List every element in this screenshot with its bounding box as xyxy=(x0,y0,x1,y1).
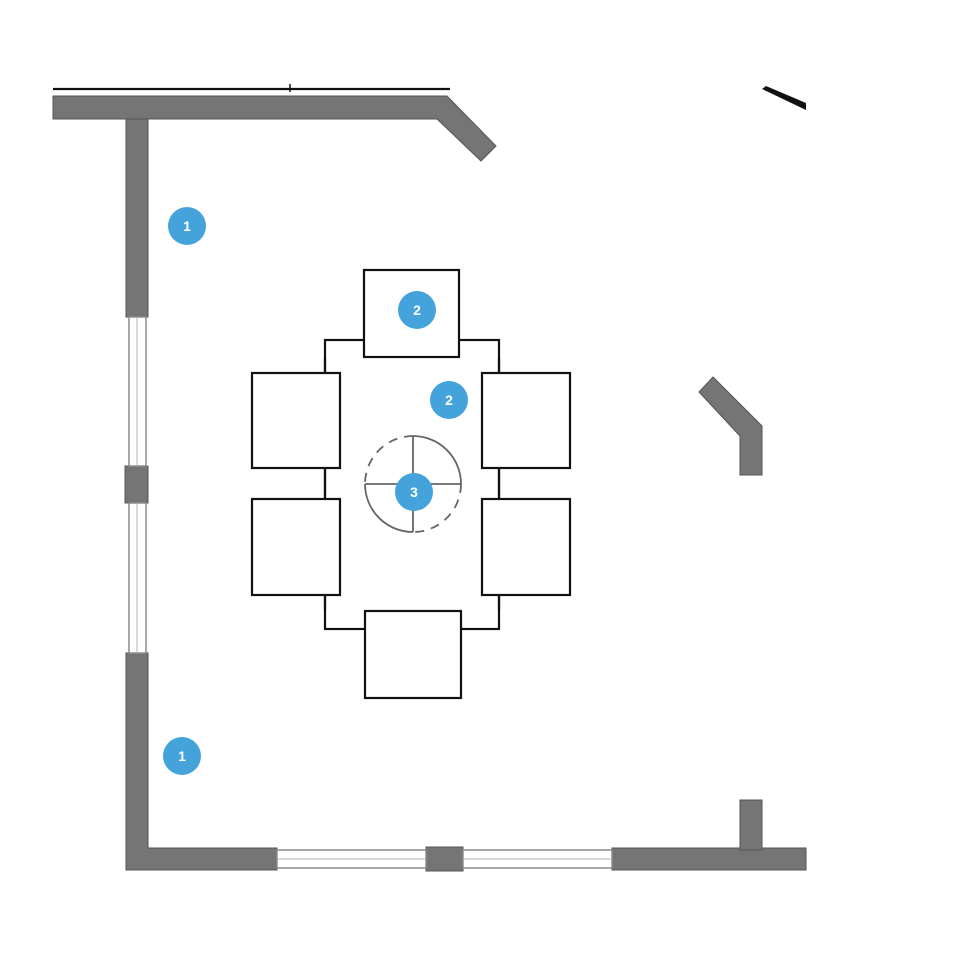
chair-right-lower xyxy=(480,497,572,597)
chair-bottom xyxy=(363,609,463,700)
marker-3-light: 3 xyxy=(395,473,433,511)
marker-label: 1 xyxy=(178,748,186,764)
bottom-window-left xyxy=(276,849,427,869)
top-wall-edge xyxy=(53,84,450,92)
marker-1-upper: 1 xyxy=(168,207,206,245)
windows xyxy=(128,316,613,869)
marker-2-chair: 2 xyxy=(398,291,436,329)
right-angled-wall xyxy=(698,376,763,476)
bottom-window-right xyxy=(462,849,613,869)
walls xyxy=(52,86,807,872)
left-wall-upper xyxy=(125,118,149,318)
chair-left-upper xyxy=(250,371,342,470)
marker-label: 2 xyxy=(413,302,421,318)
left-window-upper xyxy=(128,316,147,467)
top-wall xyxy=(52,95,497,162)
marker-1-lower: 1 xyxy=(163,737,201,775)
bottom-wall-right xyxy=(611,847,807,871)
left-window-lower xyxy=(128,502,147,654)
left-wall-mullion xyxy=(124,465,149,504)
bottom-right-stub-wall xyxy=(739,799,763,851)
marker-label: 2 xyxy=(445,392,453,408)
marker-label: 3 xyxy=(410,484,418,500)
bottom-wall-mullion xyxy=(425,846,464,872)
marker-2-table: 2 xyxy=(430,381,468,419)
top-right-door-swing xyxy=(762,86,806,110)
chair-left-lower xyxy=(250,497,342,597)
chair-right-upper xyxy=(480,371,572,470)
bottom-left-corner-wall xyxy=(125,652,278,871)
marker-label: 1 xyxy=(183,218,191,234)
